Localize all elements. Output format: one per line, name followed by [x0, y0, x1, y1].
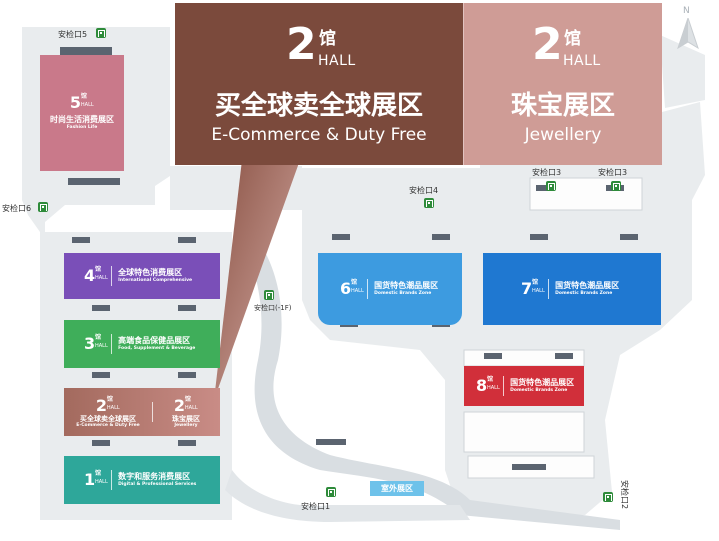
hall-2b-zh: 珠宝展区 — [172, 414, 200, 423]
callout-left-en: E-Commerce & Duty Free — [211, 125, 427, 145]
hall-7-en: Domestic Brands Zone — [555, 290, 613, 296]
callout-right-hall: HALL — [563, 53, 601, 69]
callout-left-hall: HALL — [318, 53, 356, 69]
north-label: N — [683, 6, 690, 16]
hall-3-en: Food, Supplement & Beverage — [118, 345, 196, 351]
callout-right-en: Jewellery — [524, 125, 602, 145]
walkway-lower — [225, 470, 470, 522]
callout-jewellery: 2 馆 HALL 珠宝展区 Jewellery — [463, 3, 662, 165]
checkpoint-5-label: 安检口5 — [58, 30, 88, 39]
exit-icon — [326, 487, 336, 497]
hall-5-zh: 时尚生活消费展区 — [50, 115, 114, 125]
exit-icon — [424, 198, 434, 208]
compass: N — [676, 6, 700, 52]
checkpoint-4-label: 安检口4 — [409, 186, 439, 195]
callout-left-guan: 馆 — [319, 29, 336, 49]
hall-8-en: Domestic Brands Zone — [510, 387, 568, 393]
hall-2a-en: E-Commerce & Duty Free — [76, 422, 140, 428]
exit-icon — [611, 181, 621, 191]
exit-icon — [38, 202, 48, 212]
hall-4-en: International Comprehensive — [118, 277, 193, 283]
hall-1-en: Digital & Professional Services — [118, 481, 197, 487]
hall-1-zh: 数字和服务消费展区 — [118, 472, 191, 482]
callout-ecommerce: 2 馆 HALL 买全球卖全球展区 E-Commerce & Duty Free — [175, 3, 463, 165]
checkpoint-3b-label: 安检口3 — [598, 168, 628, 177]
service-block-hall8-bottom — [463, 411, 585, 453]
callout-right-guan: 馆 — [564, 29, 581, 49]
hall-5-en: Fashion Life — [66, 124, 98, 130]
hall-4-zh: 全球特色消费展区 — [118, 268, 183, 278]
checkpoint-3a-label: 安检口3 — [532, 168, 562, 177]
checkpoint-6-label: 安检口6 — [2, 204, 32, 213]
hall-7-zh: 国货特色潮品展区 — [555, 281, 620, 291]
callout-left-number: 2 — [286, 19, 317, 70]
hall-8-zh: 国货特色潮品展区 — [510, 378, 575, 388]
callout-right-zh: 珠宝展区 — [510, 91, 615, 121]
hall-2-callout: 2 馆 HALL 买全球卖全球展区 E-Commerce & Duty Free… — [175, 3, 662, 165]
checkpoint-b1-label: 安检口(-1F) — [254, 304, 292, 312]
checkpoint-2-label: 安检口2 — [620, 480, 629, 510]
compass-arrow-icon — [677, 18, 699, 50]
exit-icon — [546, 181, 556, 191]
checkpoint-1-label: 安检口1 — [301, 502, 331, 511]
dock-markers — [60, 47, 638, 470]
hall-2b-en: Jewellery — [174, 422, 198, 428]
hall-6-zh: 国货特色潮品展区 — [374, 281, 439, 291]
hall-6-en: Domestic Brands Zone — [374, 290, 432, 296]
hall-2a-zh: 买全球卖全球展区 — [80, 414, 136, 423]
callout-right-number: 2 — [532, 19, 563, 70]
exit-icon — [264, 290, 274, 300]
exit-icon — [96, 28, 106, 38]
callout-left-zh: 买全球卖全球展区 — [214, 91, 423, 121]
outdoor-zone-label[interactable]: 室外展区 — [370, 481, 424, 496]
callout-pointer — [214, 160, 300, 400]
exit-icon — [603, 492, 613, 502]
floor-north-east — [660, 35, 705, 108]
hall-3-zh: 高端食品保健品展区 — [118, 336, 191, 346]
